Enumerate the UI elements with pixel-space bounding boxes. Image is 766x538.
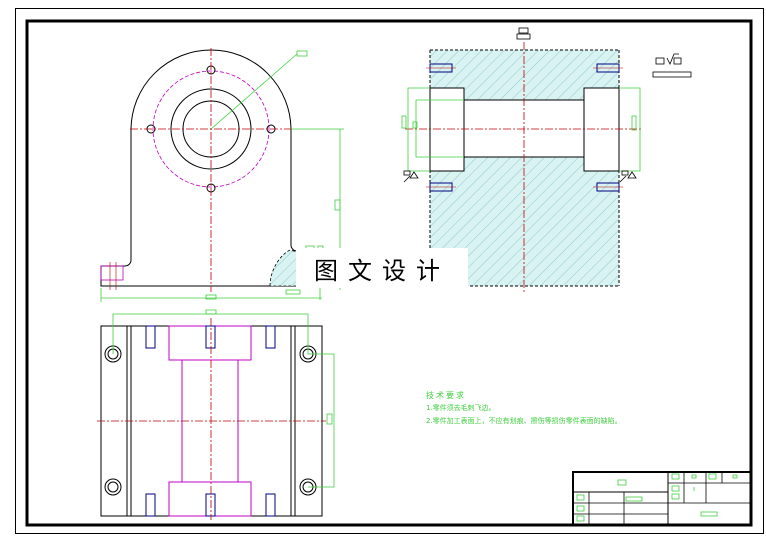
watermark: 图文设计 (296, 248, 468, 288)
tech-note-line: 2.零件加工表面上，不应有划痕、擦伤等损伤零件表面的缺陷。 (426, 417, 622, 425)
inner-frame (25, 19, 753, 527)
title-block (572, 471, 752, 526)
technical-requirements: 技术要求 1.零件须去毛刺飞边。 2.零件加工表面上，不应有划痕、擦伤等损伤零件… (426, 389, 622, 428)
title-block-placeholders (576, 473, 738, 522)
side-section-view (401, 27, 642, 294)
tech-notes-title: 技术要求 (426, 391, 466, 400)
front-view (100, 48, 344, 302)
surface-finish-symbol (652, 53, 692, 78)
top-view (97, 309, 335, 520)
outer-border (15, 8, 764, 534)
tech-note-line: 1.零件须去毛刺飞边。 (426, 404, 496, 412)
